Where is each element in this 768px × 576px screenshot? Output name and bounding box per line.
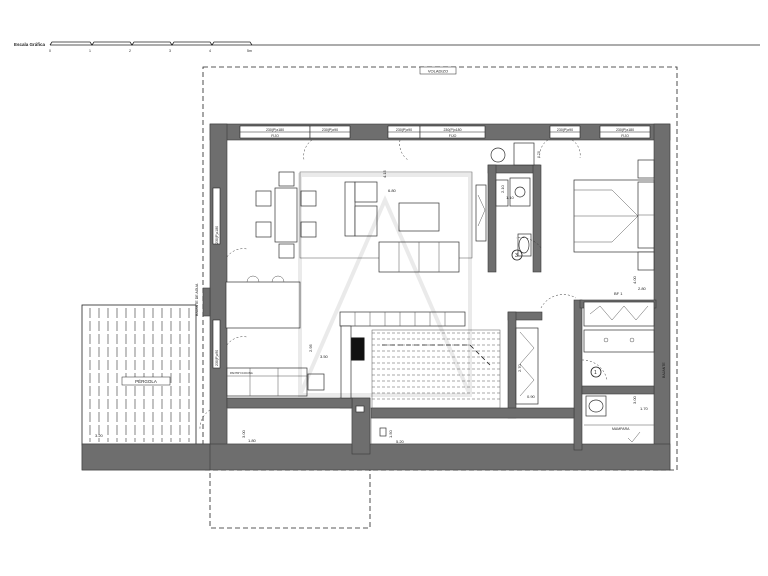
scale-tick-1: 1 bbox=[89, 49, 91, 53]
kitchen-counter-bottom bbox=[226, 367, 308, 397]
bath1-vanity bbox=[583, 329, 655, 353]
wardrobe-dim-h: 2.70 bbox=[517, 363, 522, 372]
shelf-label: PANTRY/COCINA bbox=[230, 371, 253, 375]
scale-tick-0: 0 bbox=[49, 49, 51, 53]
coffee-table bbox=[398, 202, 440, 232]
scale-tick-3: 3 bbox=[169, 49, 171, 53]
scale-tick-4: 4 bbox=[209, 49, 211, 53]
top-window-type-1: FIJO bbox=[271, 134, 279, 138]
watermark-logo bbox=[298, 173, 472, 397]
room-1-number: 1 bbox=[594, 370, 597, 376]
side-window-label-1: 230(P)x180 bbox=[215, 226, 219, 244]
kitchen: PANTRY/COCINA 3.50 2.95 bbox=[225, 275, 466, 399]
top-window-type-6: FIJO bbox=[621, 134, 629, 138]
pergola-label: PÉRGOLA bbox=[135, 378, 157, 384]
lower-projection-outline bbox=[209, 465, 371, 529]
kitchen-dim-w: 3.50 bbox=[320, 354, 329, 359]
top-window-size-5: 230(P)x90 bbox=[557, 128, 573, 132]
scale-tick-5: 5m bbox=[247, 49, 252, 53]
bath3-dim-w: 1.10 bbox=[506, 195, 515, 200]
drainpipe-label: BAJANTE DE AGUA bbox=[195, 283, 199, 316]
bathroom-1: 1 MAMPARA 1.70 3.00 bbox=[583, 329, 655, 443]
living-dim-w: 6.80 bbox=[388, 188, 397, 193]
dining-table bbox=[274, 187, 298, 243]
bath1-dim-h: 3.00 bbox=[632, 395, 637, 404]
top-window-size-1: 230(P)x180 bbox=[266, 128, 284, 132]
side-window-1 bbox=[212, 187, 221, 245]
top-window-size-4: 230(P)x180 bbox=[443, 128, 461, 132]
pergola-dim: 3.20 bbox=[95, 433, 104, 438]
door-swings bbox=[199, 139, 608, 431]
bedroom-dim-h: 4.00 bbox=[632, 275, 637, 284]
scale-tick-2: 2 bbox=[129, 49, 131, 53]
top-window-size-6: 230(P)x180 bbox=[616, 128, 634, 132]
side-window-label-2: 230(P)x90 bbox=[215, 350, 219, 366]
tv-unit bbox=[475, 184, 487, 242]
kitchen-island bbox=[225, 281, 301, 329]
top-window-size-3: 230(P)x90 bbox=[396, 128, 412, 132]
store1-dim-h: 3.00 bbox=[241, 429, 246, 438]
plant bbox=[490, 147, 506, 163]
wardrobe-top bbox=[583, 301, 655, 327]
closet-dim: 0.70 bbox=[537, 151, 541, 158]
store1-dim-w: 1.80 bbox=[248, 438, 257, 443]
storage-rooms: 1.80 3.00 5.20 1.50 bbox=[226, 405, 575, 445]
top-window-type-4: FIJO bbox=[449, 134, 457, 138]
overhang-label: VOLADIZO bbox=[428, 69, 448, 74]
scale-bar: Escala Gráfica 0 1 2 3 4 5m bbox=[14, 41, 760, 53]
sofa-left bbox=[344, 181, 356, 237]
store2-dim-w: 5.20 bbox=[396, 439, 405, 444]
kitchen-counter-top bbox=[339, 311, 466, 327]
screen-label: MAMPARA bbox=[612, 427, 630, 431]
bedroom: 2.80 4.00 BF 1 bbox=[573, 159, 655, 327]
wardrobe-dim-w: 0.90 bbox=[527, 394, 536, 399]
bath3-dim-h: 2.10 bbox=[500, 184, 505, 193]
living-room: 4.15 6.80 bbox=[255, 147, 506, 273]
room-3-badge bbox=[511, 249, 523, 261]
side-window-2 bbox=[212, 319, 221, 369]
room-3-number: 3 bbox=[515, 253, 518, 259]
bedroom-note: BF 1 bbox=[614, 291, 623, 296]
bathroom-3: 3 1.10 2.10 0.70 bbox=[495, 142, 541, 261]
bedroom-dim-w: 2.80 bbox=[638, 286, 647, 291]
scale-title: Escala Gráfica bbox=[14, 42, 46, 47]
pergola: PÉRGOLA 3.20 bbox=[81, 304, 197, 446]
kitchen-dim-h: 2.95 bbox=[308, 343, 313, 352]
hall-wardrobe: 0.90 2.70 bbox=[515, 327, 539, 405]
store2-dim-h: 1.50 bbox=[388, 429, 393, 438]
bath1-dim-w: 1.70 bbox=[640, 406, 649, 411]
top-window-size-2: 230(P)x90 bbox=[322, 128, 338, 132]
staircase bbox=[371, 329, 501, 409]
room-1-badge bbox=[590, 366, 602, 378]
living-dim-h: 4.15 bbox=[382, 169, 387, 178]
drainpipe-label-right: BAJANTE bbox=[662, 362, 666, 378]
